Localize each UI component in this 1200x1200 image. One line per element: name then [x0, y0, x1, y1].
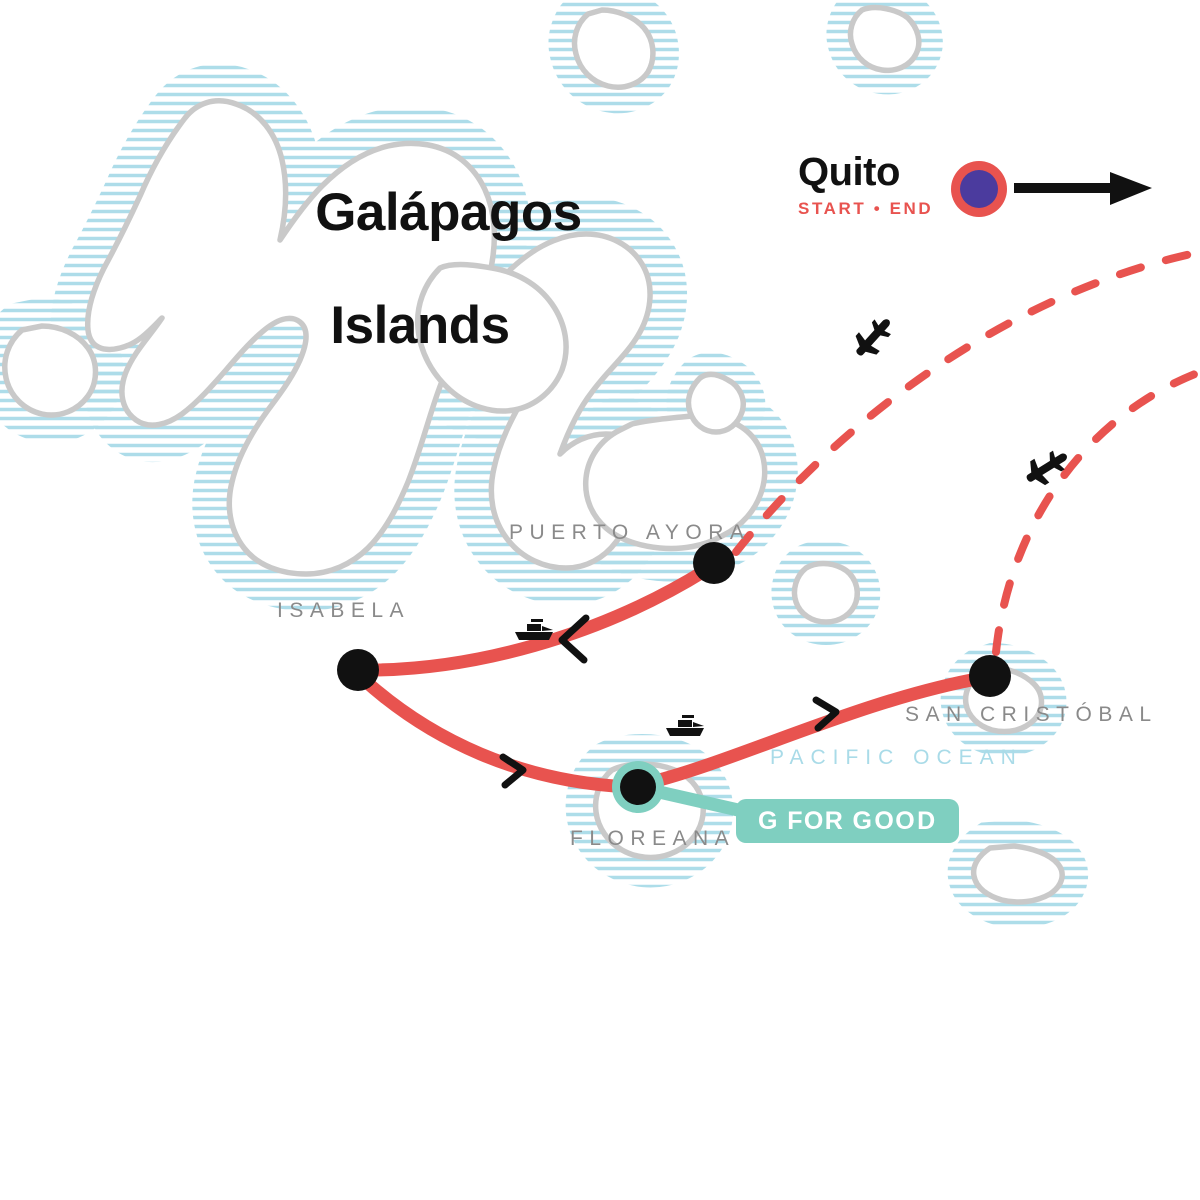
- boat-icons: [515, 619, 704, 736]
- flight-routes: [732, 248, 1200, 656]
- airplane-icon-1: [855, 319, 891, 356]
- chevron-right-icon-1: [499, 753, 527, 789]
- island-santa-cruz: [586, 416, 765, 549]
- legend-quito: Quito START • END: [798, 152, 933, 219]
- island-small-top: [575, 10, 653, 87]
- boat-route-isabela-puerto-ayora: [351, 563, 713, 677]
- island-espanola: [974, 846, 1063, 902]
- legend-quito-sublabel: START • END: [798, 199, 934, 218]
- boat-route-floreana-san-cristobal: [641, 671, 989, 790]
- chevron-right-icon-2: [812, 696, 840, 732]
- marker-isabela[interactable]: [337, 649, 379, 691]
- badge-text-suffix: D: [917, 806, 937, 835]
- legend-quito-label: Quito: [798, 150, 900, 194]
- marker-floreana[interactable]: [612, 761, 664, 813]
- route-direction-chevrons: [499, 614, 840, 789]
- chevron-left-icon: [558, 614, 590, 664]
- stop-markers: [337, 542, 1011, 813]
- marker-san-cristobal[interactable]: [969, 655, 1011, 697]
- badge-infinity-glyph: OO: [874, 806, 917, 835]
- island-small-right: [794, 564, 857, 623]
- island-bartolome: [688, 374, 743, 432]
- flight-route-puerto-ayora-quito: [732, 248, 1200, 556]
- boat-icon-2: [666, 715, 704, 736]
- quito-marker-fill: [960, 170, 998, 208]
- airplane-icons: [855, 319, 1067, 486]
- island-pinzon: [5, 326, 96, 415]
- badge-text-prefix: G FOR G: [758, 806, 874, 835]
- marker-puerto-ayora[interactable]: [693, 542, 735, 584]
- airplane-icon-2: [1026, 450, 1067, 486]
- boat-routes: [351, 563, 989, 794]
- flight-route-san-cristobal-quito: [992, 368, 1200, 656]
- legend-quito-marker: [951, 161, 1007, 217]
- island-small-topright: [850, 8, 918, 71]
- boat-route-isabela-floreana: [355, 671, 637, 794]
- boat-icon-1: [515, 619, 553, 640]
- arrow-right-icon: [1014, 172, 1152, 205]
